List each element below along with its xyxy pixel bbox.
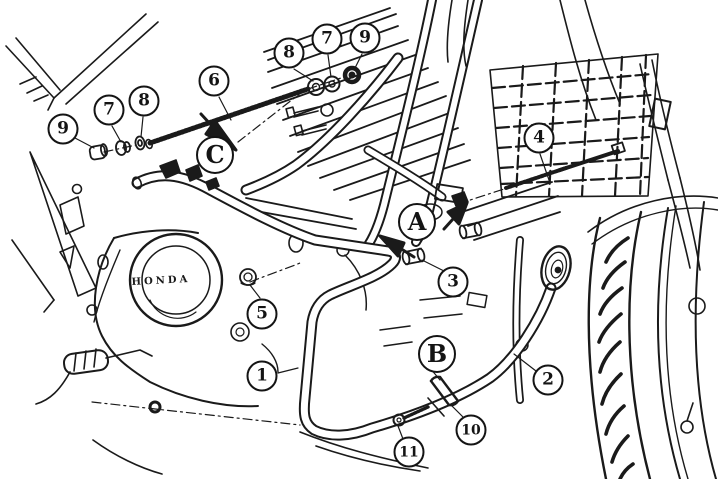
callout-5: 5: [246, 298, 278, 330]
callout-7: 7: [311, 23, 343, 55]
bolt-part4: [504, 141, 626, 190]
callout-1: 1: [246, 360, 278, 392]
direction-arrows: [199, 112, 469, 259]
callout-8: 8: [128, 85, 160, 117]
callout-9: 9: [349, 22, 381, 54]
exhaust-lines: [92, 431, 429, 475]
crankcase: [93, 229, 304, 408]
washers-nuts-left: [88, 135, 146, 161]
leader-lines: [74, 53, 550, 440]
frame-neck-lines: [5, 13, 159, 111]
mount-eyelet: [540, 245, 572, 291]
callout-a: A: [398, 203, 436, 241]
rear-wheel: [587, 195, 718, 479]
callout-7: 7: [93, 94, 125, 126]
washers-nuts-top: [307, 65, 362, 96]
callout-4: 4: [523, 122, 555, 154]
radiator-grid: [489, 53, 659, 198]
clamp-part10: [427, 375, 460, 417]
cable-and-shock-lines: [639, 59, 701, 271]
tire-tread: [597, 236, 635, 479]
foot-peg-and-lever: [35, 249, 162, 414]
alignment-axes: [91, 76, 505, 437]
callout-2: 2: [532, 364, 564, 396]
engine-guard-main-tube: [131, 170, 557, 441]
cylinder-head-bolts: [285, 103, 334, 137]
callout-b: B: [418, 335, 456, 373]
arrow-a-left: [378, 234, 406, 258]
callout-11: 11: [393, 436, 425, 468]
front-fender-lines: [11, 151, 109, 316]
callout-8: 8: [273, 37, 305, 69]
callout-6: 6: [198, 65, 230, 97]
callout-10: 10: [455, 414, 487, 446]
nut-part5: [239, 268, 257, 286]
callout-3: 3: [437, 266, 469, 298]
bolt-part11: [392, 405, 430, 427]
callout-9: 9: [47, 113, 79, 145]
callout-c: C: [196, 136, 234, 174]
upper-mount-brackets: [159, 159, 220, 191]
